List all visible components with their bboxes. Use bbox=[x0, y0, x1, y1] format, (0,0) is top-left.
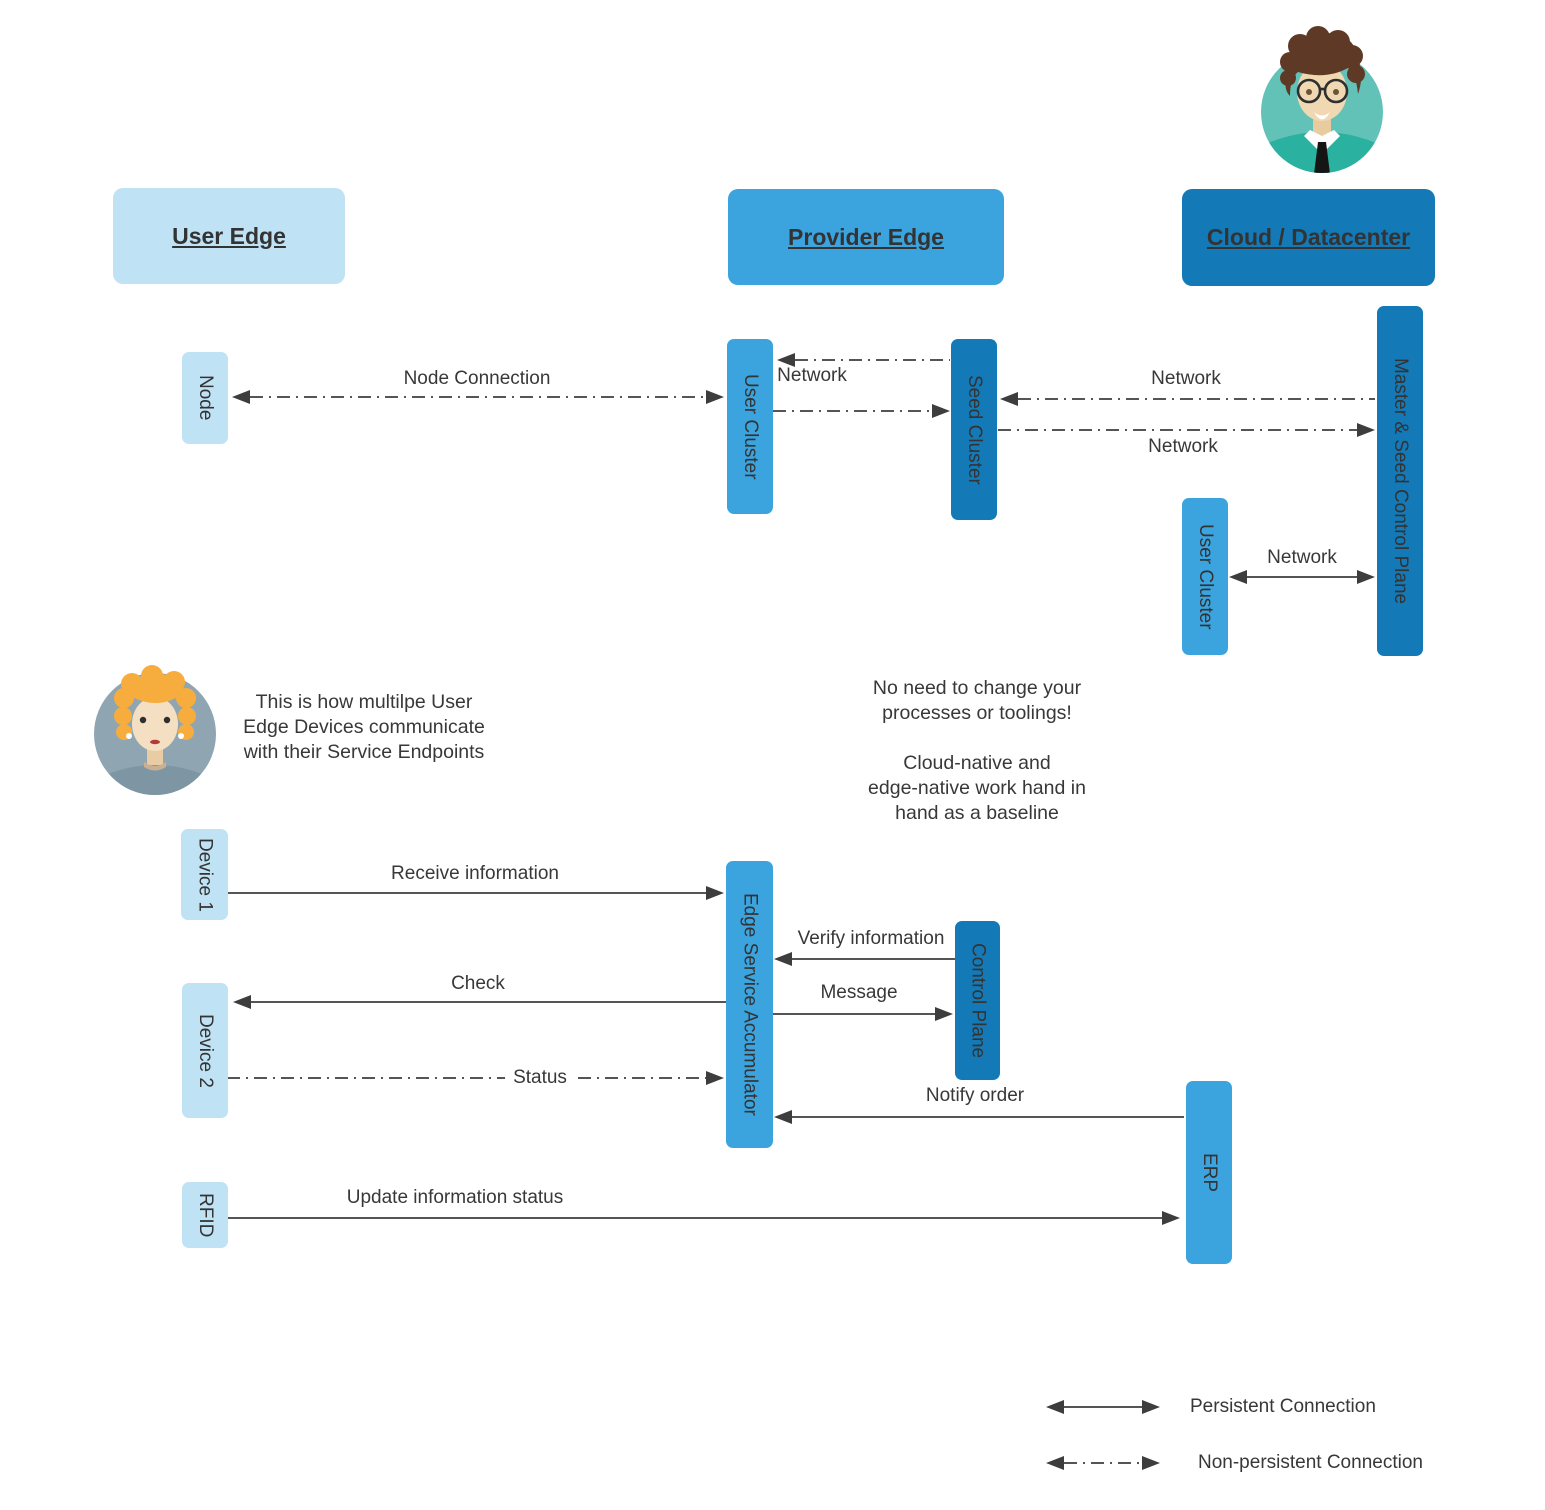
male-person-avatar bbox=[1256, 18, 1388, 174]
seed-cluster-bar: Seed Cluster bbox=[951, 339, 997, 520]
message-label: Message bbox=[820, 982, 898, 1003]
master-seed-control-plane-label: Master & Seed Control Plane bbox=[1390, 357, 1411, 605]
network-seed-to-ms-arrow bbox=[998, 423, 1375, 437]
master-seed-control-plane-bar: Master & Seed Control Plane bbox=[1377, 306, 1423, 656]
notify-order-label: Notify order bbox=[925, 1085, 1025, 1106]
user-to-seed-arrow bbox=[773, 404, 950, 418]
note-paragraph-gap bbox=[837, 726, 1117, 751]
lane-header-cloud-datacenter-label: Cloud / Datacenter bbox=[1206, 224, 1411, 250]
male-avatar-icon bbox=[1261, 26, 1383, 173]
multi-device-note: This is how multilpe User Edge Devices c… bbox=[228, 690, 500, 765]
female-avatar-icon bbox=[94, 665, 216, 795]
status-arrow bbox=[227, 1071, 724, 1085]
no-change-note-line4: edge-native work hand in bbox=[868, 777, 1086, 799]
network-seed-to-ms-label: Network bbox=[1148, 436, 1218, 457]
node-connection-label: Node Connection bbox=[403, 368, 551, 389]
rfid-label: RFID bbox=[195, 1192, 216, 1238]
node-connection-arrow bbox=[232, 390, 724, 404]
no-change-note-line3: Cloud-native and bbox=[903, 752, 1051, 774]
legend-non-persistent-arrow bbox=[1046, 1456, 1160, 1470]
no-change-note-line1: No need to change your bbox=[872, 677, 1082, 699]
control-plane-label: Control Plane bbox=[967, 942, 989, 1059]
legend-non-persistent-label: Non-persistent Connection bbox=[1198, 1452, 1423, 1473]
multi-device-note-line3: with their Service Endpoints bbox=[243, 741, 485, 763]
control-plane-bar: Control Plane bbox=[955, 921, 1000, 1080]
device2-label: Device 2 bbox=[195, 1013, 216, 1088]
lane-header-user-edge-label: User Edge bbox=[172, 222, 286, 249]
legend-persistent-arrow bbox=[1046, 1400, 1160, 1414]
message-arrow bbox=[772, 1007, 953, 1021]
notify-order-arrow bbox=[774, 1110, 1184, 1124]
rfid-bar: RFID bbox=[182, 1182, 228, 1248]
check-label: Check bbox=[451, 973, 505, 994]
legend-persistent-label: Persistent Connection bbox=[1190, 1396, 1376, 1417]
node-bar-label: Node bbox=[195, 375, 216, 421]
network-cloud-arrow bbox=[1229, 570, 1375, 584]
status-label: Status bbox=[505, 1067, 575, 1089]
seed-cluster-label: Seed Cluster bbox=[964, 374, 985, 485]
edge-service-accumulator-label: Edge Service Accumulator bbox=[739, 893, 761, 1116]
network-cloud-label: Network bbox=[1267, 547, 1337, 568]
network-seed-to-user-label: Network bbox=[777, 365, 847, 386]
network-seed-to-user-arrow bbox=[777, 353, 950, 367]
multi-device-note-line1: This is how multilpe User bbox=[255, 691, 473, 713]
lane-header-provider-edge: Provider Edge bbox=[728, 189, 1004, 285]
user-cluster-cloud-bar: User Cluster bbox=[1182, 498, 1228, 655]
no-change-note: No need to change your processes or tool… bbox=[837, 676, 1117, 826]
female-person-avatar bbox=[88, 658, 222, 796]
update-information-status-arrow bbox=[227, 1211, 1180, 1225]
no-change-note-line5: hand as a baseline bbox=[895, 802, 1059, 824]
erp-bar: ERP bbox=[1186, 1081, 1232, 1264]
no-change-note-line2: processes or toolings! bbox=[882, 702, 1072, 724]
device2-bar: Device 2 bbox=[182, 983, 228, 1118]
device1-label: Device 1 bbox=[194, 837, 216, 912]
lane-header-provider-edge-label: Provider Edge bbox=[788, 223, 944, 250]
check-arrow bbox=[233, 995, 726, 1009]
verify-information-arrow bbox=[774, 952, 955, 966]
user-cluster-provider-label: User Cluster bbox=[740, 373, 761, 480]
device1-bar: Device 1 bbox=[181, 829, 228, 920]
multi-device-note-line2: Edge Devices communicate bbox=[243, 716, 485, 738]
verify-information-label: Verify information bbox=[797, 928, 945, 949]
receive-information-label: Receive information bbox=[391, 863, 559, 884]
lane-header-cloud-datacenter: Cloud / Datacenter bbox=[1182, 189, 1435, 286]
node-bar: Node bbox=[182, 352, 228, 444]
user-cluster-provider-bar: User Cluster bbox=[727, 339, 773, 514]
lane-header-user-edge: User Edge bbox=[113, 188, 345, 284]
user-cluster-cloud-label: User Cluster bbox=[1195, 523, 1216, 630]
receive-information-arrow bbox=[227, 886, 724, 900]
erp-label: ERP bbox=[1199, 1152, 1220, 1193]
edge-service-accumulator-bar: Edge Service Accumulator bbox=[726, 861, 773, 1148]
network-ms-to-seed-label: Network bbox=[1151, 368, 1221, 389]
network-ms-to-seed-arrow bbox=[1000, 392, 1375, 406]
update-information-status-label: Update information status bbox=[346, 1187, 564, 1208]
